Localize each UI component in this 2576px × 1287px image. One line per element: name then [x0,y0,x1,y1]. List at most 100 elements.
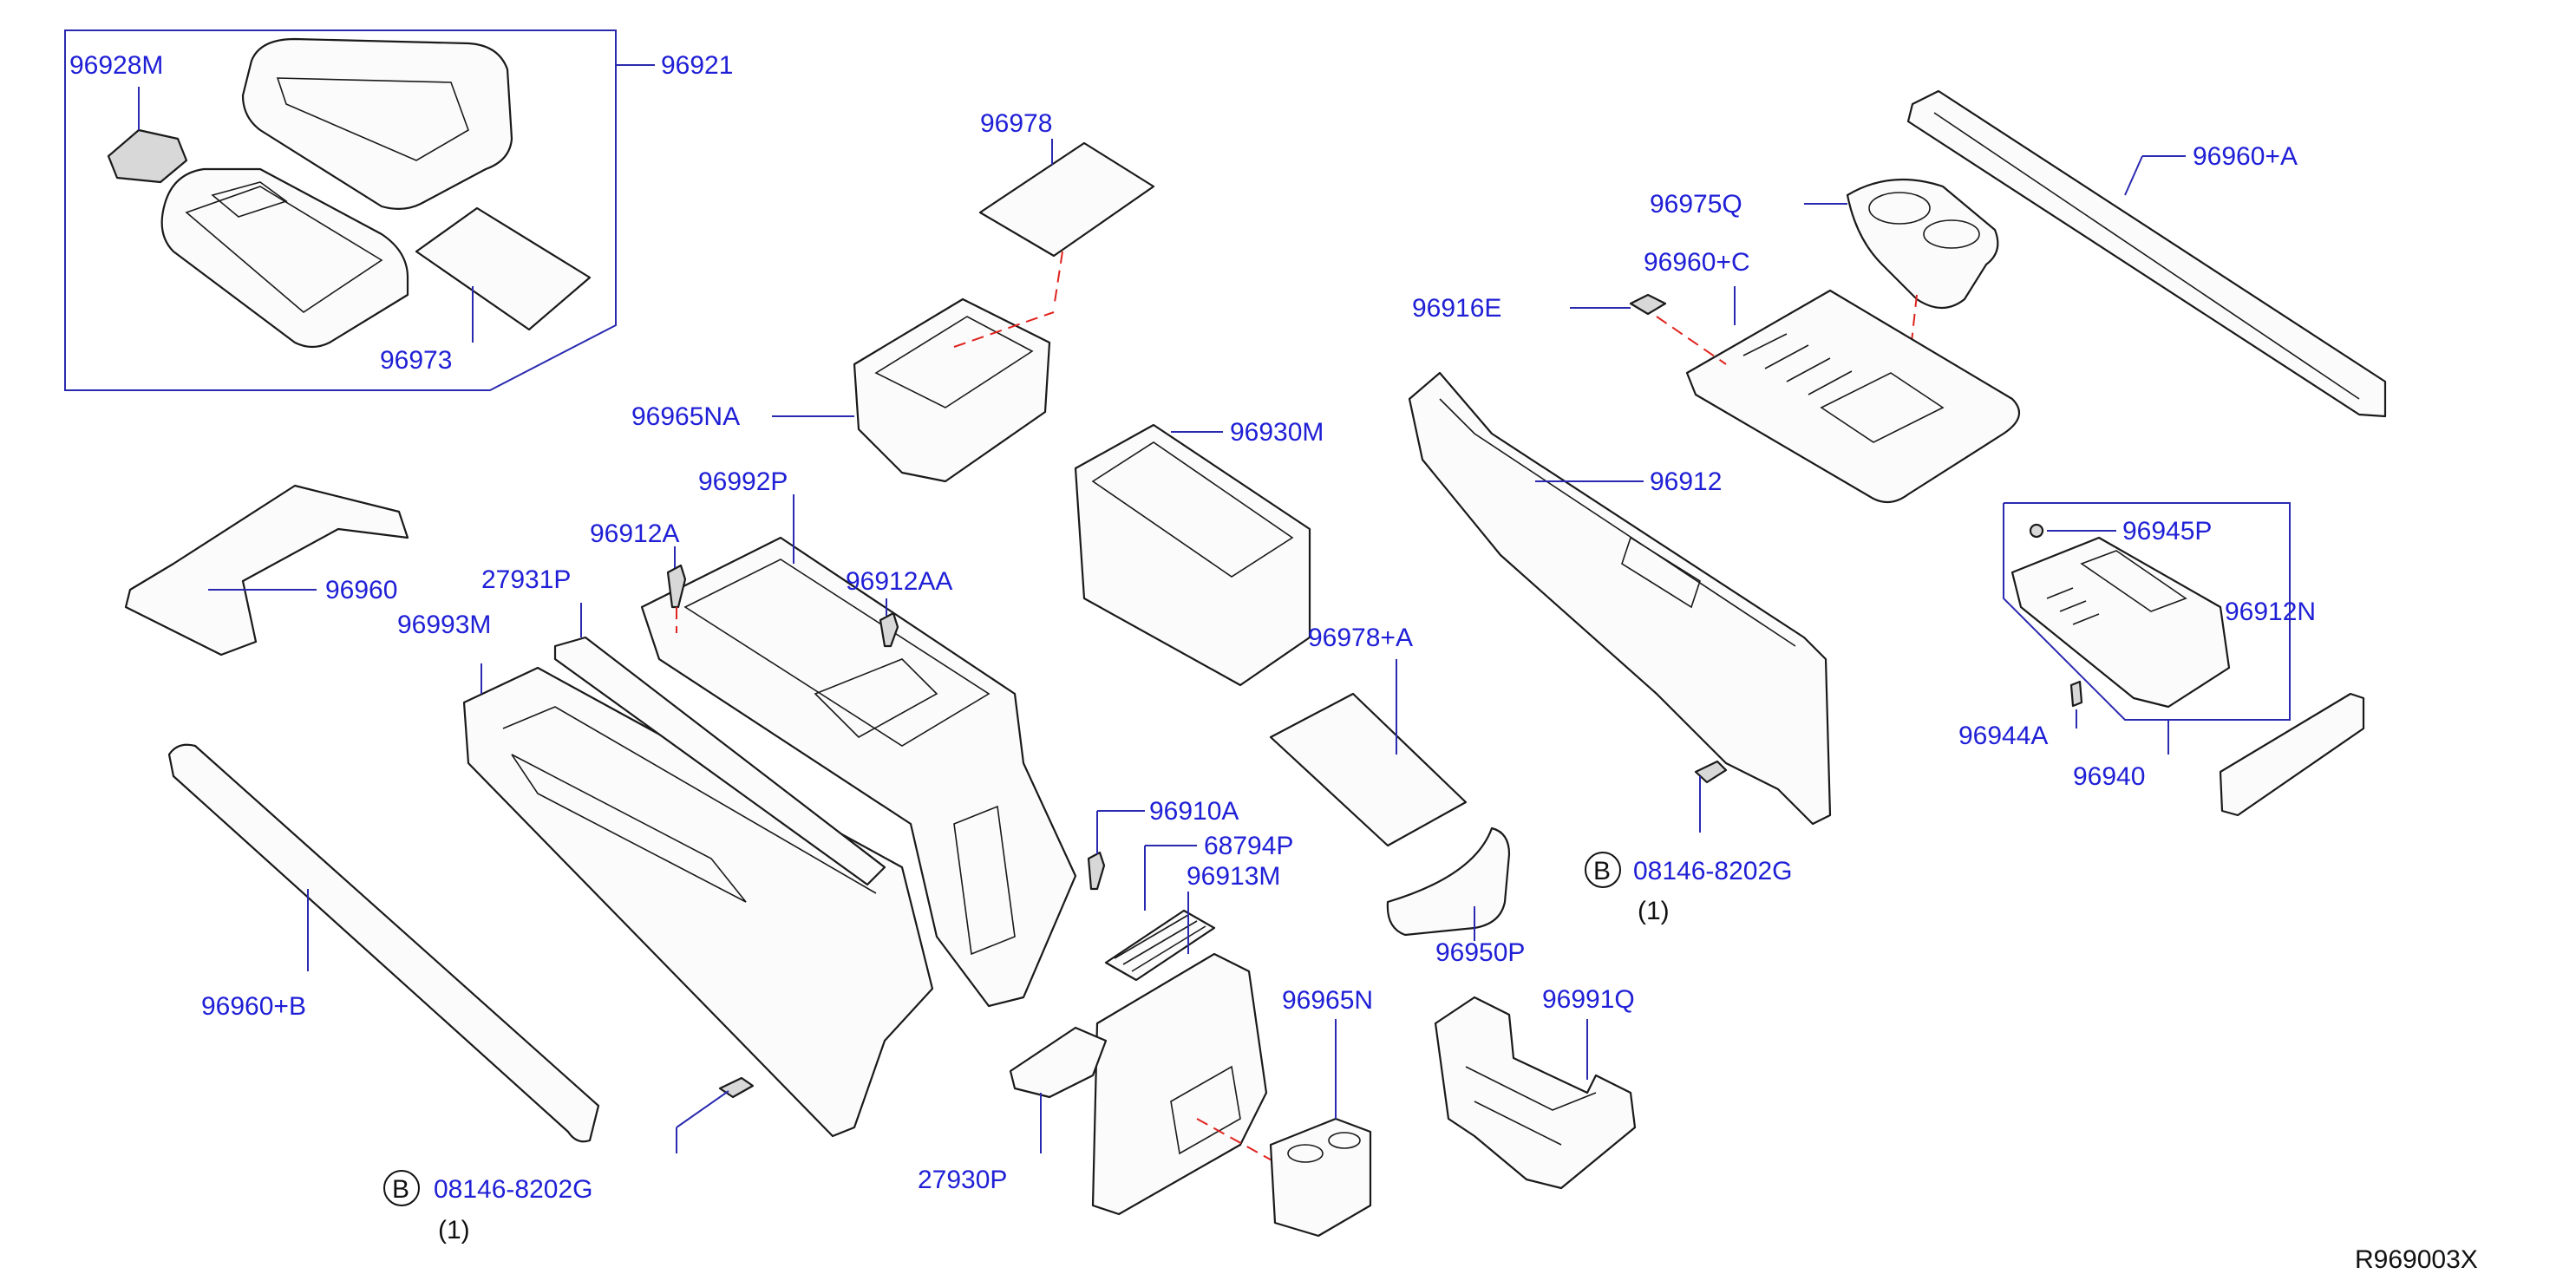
frame-detail-1 [683,559,991,747]
liner-inner [1091,441,1294,578]
bolt-marker-left [383,1170,420,1206]
label-96930M: 96930M [1230,418,1324,447]
label-96921: 96921 [661,51,733,80]
label-96950P: 96950P [1435,938,1525,967]
piece-27930P [1009,1026,1108,1099]
finisher-96960A [1906,89,2387,418]
mat-96978 [978,141,1155,258]
armrest-lid-part [241,37,513,210]
label-96910A: 96910A [1149,797,1239,826]
label-96960C: 96960+C [1644,248,1750,277]
shift-buttons [2046,587,2100,625]
cap-96945P [2029,523,2044,539]
mat-96978A [1269,692,1468,847]
label-68794P: 68794P [1204,832,1293,860]
label-96992P: 96992P [698,467,788,496]
label-96965N: 96965N [1282,986,1373,1015]
label-96991Q: 96991Q [1542,985,1635,1014]
grille-lines [1114,914,1206,972]
shifter-group: 96945P 96944A 96940 96912N [1958,502,2365,817]
finisher-opening [1820,372,1945,443]
panel-slots [1621,536,1701,609]
base-detail [185,186,383,314]
bolt-qty-left: (1) [438,1216,470,1245]
rear-console-group: 68794P 96913M 96965N 27930P [918,832,1373,1238]
label-96912N: 96912N [2225,598,2316,626]
panel-96912N [2219,692,2365,817]
lid-detail [276,77,469,161]
trim-96960 [124,484,409,657]
armrest-base-part [160,167,409,349]
cup-ring-2 [1328,1132,1361,1149]
label-96960B: 96960+B [201,992,306,1021]
panel-detail-2 [511,754,747,903]
label-bolt-right: 08146-8202G [1633,857,1793,885]
finisher-edge [1933,112,2360,400]
label-27931P: 27931P [481,565,571,594]
reference-code: R969003X [2355,1245,2478,1274]
cup-ring-1 [1287,1144,1324,1163]
latch-part [107,128,188,184]
label-96973: 96973 [380,346,452,375]
label-96965NA: 96965NA [631,402,740,431]
label-96978: 96978 [980,109,1052,138]
bolt-marker-left-letter: B [392,1175,409,1204]
label-27930P: 27930P [918,1166,1007,1194]
panel-detail-1 [502,706,877,894]
leader-96960A-v [2124,155,2143,196]
top-right-group: 96975Q 96960+C 96916E 96960+A [1412,89,2387,504]
shift-panel-96940 [2010,536,2231,709]
finisher-switches [1742,333,1853,395]
screw-96912AA [879,611,899,648]
label-96913M: 96913M [1187,862,1280,891]
bulb-96944A [2069,680,2083,708]
bin-inner [874,316,1034,408]
storage-bin-group: 96978 96965NA 96930M [631,109,1324,687]
bolt-marker-right-letter: B [1593,857,1611,885]
label-96916E: 96916E [1412,294,1501,323]
label-96960: 96960 [325,576,397,604]
bin-96965NA [853,297,1051,483]
label-96960A: 96960+A [2193,142,2298,171]
dash-96965N [1196,1118,1276,1163]
dash-96978 [1053,251,1063,309]
frame-detail-2 [814,658,938,738]
leader-bolt-left [676,1090,729,1128]
cap-96950P [1386,826,1511,937]
side-panel-96912 [1408,371,1832,826]
cupholder-ring-2 [1923,219,1980,249]
clip-96916E [1629,293,1667,316]
label-96993M: 96993M [397,611,491,639]
bolt-marker-right [1585,852,1621,888]
group-bracket-96940 [2003,502,2291,721]
finisher-96960C [1685,289,2021,504]
strip-27931P [553,636,886,886]
label-96978A: 96978+A [1308,624,1413,652]
rear-panel-96913M [1091,952,1268,1216]
dash-96916E [1656,316,1727,365]
frame-96992P [640,536,1077,1008]
left-trim-group: 96960 96960+B [124,484,600,1143]
pad-96973 [415,206,592,331]
console-body-group: 96993M 27931P 96912A 96992P 96912AA 9691… [383,467,1239,1245]
label-bolt-left: 08146-8202G [434,1175,593,1204]
screw-96912A [666,564,687,609]
bracket-detail [1465,1066,1597,1146]
label-96912: 96912 [1650,467,1722,496]
panel-top-edge [1439,398,1796,647]
right-panel-group: 96912 B 08146-8202G (1) [1408,371,1832,925]
label-96912A: 96912A [590,519,679,548]
dash-bin [953,311,1055,348]
bracket-96991Q [1434,996,1637,1190]
label-96945P: 96945P [2122,517,2212,546]
label-96975Q: 96975Q [1650,190,1742,219]
screw-96910A [1087,851,1106,891]
bolt-qty-right: (1) [1638,897,1670,925]
cupholder-96975Q [1846,178,1999,310]
label-96940: 96940 [2073,762,2145,791]
bolt-right [1694,760,1728,784]
group-bracket-96921 [64,29,617,391]
armrest-lid-group: 96928M 96921 96973 [64,29,733,391]
frame-detail-3 [953,805,1016,956]
